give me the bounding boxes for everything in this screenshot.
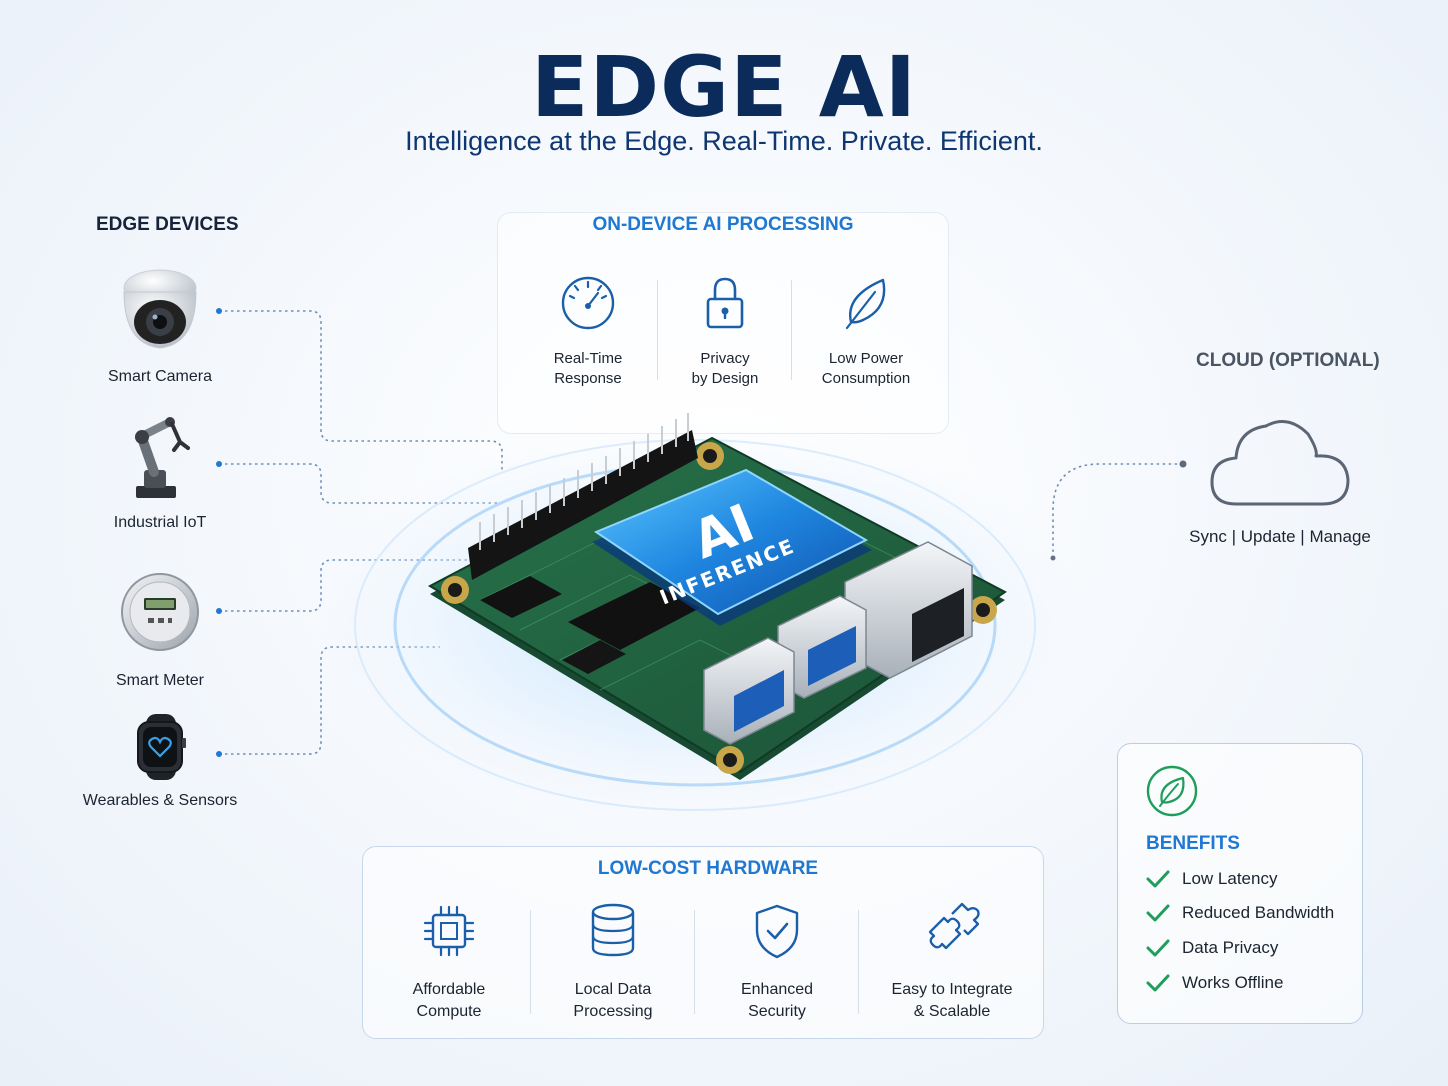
hw-label: Affordable Compute: [374, 979, 524, 1023]
meter-icon: [110, 570, 210, 662]
database-icon: [591, 903, 635, 957]
device-wearables: Wearables & Sensors: [50, 712, 270, 810]
smartwatch-icon: [110, 712, 210, 782]
proc-label-line2: Response: [554, 370, 622, 387]
page-subtitle: Intelligence at the Edge. Real-Time. Pri…: [405, 126, 1043, 156]
check-icon: [1146, 939, 1170, 957]
proc-label-line1: Real-Time: [553, 350, 623, 367]
check-icon: [1146, 974, 1170, 992]
shield-icon: [755, 904, 799, 959]
benefit-item: Works Offline: [1146, 971, 1283, 995]
hw-label: Local Data Processing: [538, 979, 688, 1023]
device-industrial-iot: Industrial IoT: [50, 412, 270, 532]
divider: [530, 910, 531, 1014]
lock-icon: [706, 277, 744, 329]
benefit-item: Low Latency: [1146, 867, 1277, 891]
speedometer-icon: [561, 276, 615, 330]
leaf-icon: [845, 278, 886, 330]
cloud-icon: [1210, 420, 1350, 506]
hw-item-security: Enhanced Security: [702, 902, 852, 1023]
device-label: Smart Meter: [115, 672, 204, 689]
puzzle-icon: [928, 902, 980, 950]
divider: [791, 280, 792, 380]
benefits-heading: BENEFITS: [1146, 833, 1240, 854]
page-title: EDGE AI: [531, 38, 917, 136]
edge-board-illustration: AI INFERENCE: [310, 413, 1090, 820]
proc-item-low-power: Low Power Consumption: [796, 274, 936, 389]
cloud-caption: Sync | Update | Manage: [1189, 527, 1371, 546]
hw-item-integrate: Easy to Integrate & Scalable: [877, 902, 1027, 1023]
benefit-item: Reduced Bandwidth: [1146, 901, 1334, 925]
divider: [694, 910, 695, 1014]
proc-label-line2: Consumption: [821, 370, 911, 387]
proc-label-line2: by Design: [691, 370, 759, 387]
check-icon: [1146, 870, 1170, 888]
proc-label-line1: Privacy: [700, 350, 750, 367]
proc-item-privacy: Privacy by Design: [655, 274, 795, 389]
hw-label-line1: Affordable: [412, 981, 486, 998]
proc-label-line1: Low Power: [828, 350, 904, 367]
device-smart-meter: Smart Meter: [50, 570, 270, 690]
hw-item-local-data: Local Data Processing: [538, 902, 688, 1023]
benefit-item: Data Privacy: [1146, 936, 1278, 960]
camera-icon: [110, 266, 210, 358]
hw-label-line1: Easy to Integrate: [891, 981, 1013, 998]
proc-label: Privacy by Design: [655, 349, 795, 389]
proc-label: Real-Time Response: [518, 349, 658, 389]
leaf-icon: [1146, 765, 1198, 817]
divider: [858, 910, 859, 1014]
check-icon: [1146, 904, 1170, 922]
on-device-heading: ON-DEVICE AI PROCESSING: [592, 214, 854, 235]
hw-label-line1: Enhanced: [740, 981, 814, 998]
device-smart-camera: Smart Camera: [50, 266, 270, 386]
hw-label: Enhanced Security: [702, 979, 852, 1023]
hw-label-line2: Security: [748, 1003, 806, 1020]
benefit-label: Data Privacy: [1182, 938, 1279, 957]
cpu-icon: [423, 905, 475, 957]
device-label: Wearables & Sensors: [82, 792, 238, 809]
device-label: Industrial IoT: [113, 514, 207, 531]
benefit-label: Low Latency: [1182, 869, 1278, 888]
divider: [657, 280, 658, 380]
hw-label-line2: Compute: [416, 1003, 482, 1020]
hw-label-line1: Local Data: [574, 981, 652, 998]
benefit-label: Works Offline: [1182, 973, 1284, 992]
proc-item-realtime: Real-Time Response: [518, 274, 658, 389]
hw-label-line2: & Scalable: [913, 1003, 991, 1020]
hardware-heading: LOW-COST HARDWARE: [597, 858, 819, 879]
robot-arm-icon: [110, 412, 210, 504]
edge-devices-heading: EDGE DEVICES: [96, 214, 239, 235]
hw-item-compute: Affordable Compute: [374, 902, 524, 1023]
benefit-label: Reduced Bandwidth: [1182, 903, 1335, 922]
proc-label: Low Power Consumption: [796, 349, 936, 389]
hw-label-line2: Processing: [573, 1003, 653, 1020]
hw-label: Easy to Integrate & Scalable: [877, 979, 1027, 1023]
cloud-heading: CLOUD (OPTIONAL): [1196, 350, 1380, 371]
device-label: Smart Camera: [107, 368, 213, 385]
